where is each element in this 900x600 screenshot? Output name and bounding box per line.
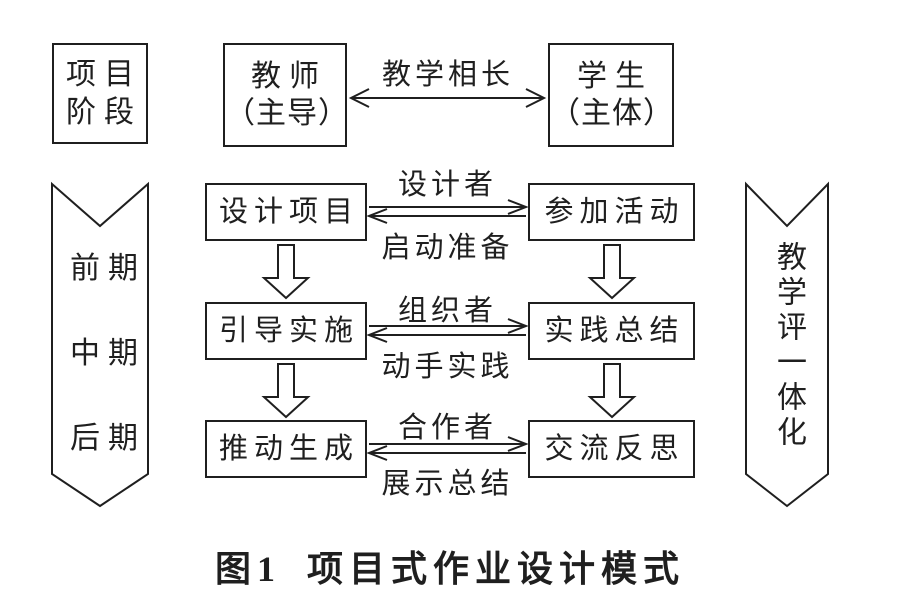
student-line1: 学生 <box>577 59 653 93</box>
flow-box-exchange-reflection: 交流反思 <box>528 420 695 478</box>
row3-label-bottom: 展示总结 <box>381 468 514 500</box>
left-banner-item-late: 后期 <box>70 422 146 455</box>
project-stage-box: 项目 阶段 <box>52 43 148 144</box>
exchange-arrows-row2 <box>366 318 529 343</box>
exchange-arrows-row3 <box>366 436 529 461</box>
teacher-box: 教师 （主导） <box>223 43 349 147</box>
right-banner-shape <box>745 181 829 508</box>
student-line2: （主体） <box>550 97 674 130</box>
student-box: 学生 （主体） <box>548 43 674 147</box>
figure-caption-number: 图1 <box>214 549 281 589</box>
flow-box-promote-generation: 推动生成 <box>205 420 367 478</box>
block-arrow-down-left-1 <box>261 244 311 300</box>
project-stage-line1: 项目 <box>66 58 142 91</box>
exchange-arrows-row1 <box>366 199 529 224</box>
flow-box-guide-implementation: 引导实施 <box>205 302 367 360</box>
double-arrow-teacher-student <box>348 88 547 108</box>
figure-caption-title: 项目式作业设计模式 <box>307 549 686 589</box>
block-arrow-down-right-1 <box>587 244 637 300</box>
teacher-line1: 教师 <box>251 59 327 93</box>
top-arrow-label: 教学相长 <box>381 59 514 91</box>
left-banner-shape <box>51 181 149 508</box>
left-banner-item-early: 前期 <box>70 252 146 285</box>
row1-label-bottom: 启动准备 <box>381 232 514 264</box>
left-banner-item-middle: 中期 <box>70 337 146 370</box>
block-arrow-down-right-2 <box>587 363 637 419</box>
figure-caption: 图1 项目式作业设计模式 <box>0 540 900 592</box>
flow-box-practice-summary: 实践总结 <box>528 302 695 360</box>
right-banner-label: 教学评一体化 <box>772 240 805 451</box>
flow-box-join-activity: 参加活动 <box>528 183 695 241</box>
teacher-line2: （主导） <box>225 97 349 130</box>
flow-box-design-project: 设计项目 <box>205 183 367 241</box>
row2-label-top: 组织者 <box>397 295 497 327</box>
project-stage-line2: 阶段 <box>66 95 142 129</box>
block-arrow-down-left-2 <box>261 363 311 419</box>
row2-label-bottom: 动手实践 <box>381 351 514 383</box>
row1-label-top: 设计者 <box>397 169 497 201</box>
row3-label-top: 合作者 <box>397 412 497 444</box>
